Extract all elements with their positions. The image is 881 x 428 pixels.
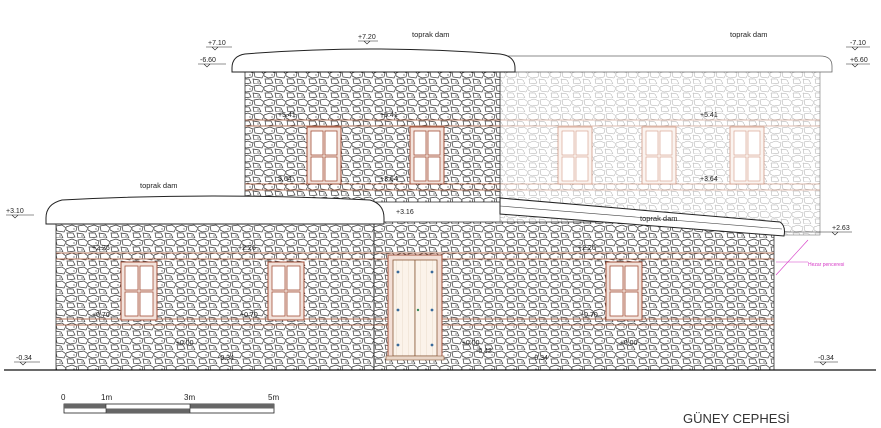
- roof-label: toprak dam: [412, 30, 450, 39]
- scale-bar: 0 1m 3m 5m: [61, 393, 279, 414]
- roof-upper-left: [231, 48, 516, 73]
- level-label: +3.64: [380, 176, 398, 183]
- level-label: +2.26: [238, 245, 256, 252]
- level-label: ±0.00: [620, 340, 638, 347]
- level-label: -7.10: [850, 40, 866, 47]
- level-label: ±0.00: [176, 340, 194, 347]
- roof-lower-right: [499, 197, 785, 237]
- level-label: +5.41: [278, 112, 296, 119]
- drawing-title: GÜNEY CEPHESİ: [683, 411, 790, 426]
- roof-label: toprak dam: [640, 214, 678, 223]
- level-markers: [6, 40, 870, 366]
- window: [120, 261, 158, 321]
- level-label: +6.60: [850, 57, 868, 64]
- window: [557, 126, 593, 185]
- lower-windows: [120, 261, 643, 321]
- upper-left-wall: [244, 69, 501, 203]
- level-label: +0.70: [92, 312, 110, 319]
- level-label: -0.34: [818, 355, 834, 362]
- window: [605, 261, 643, 321]
- window: [306, 126, 342, 185]
- level-label: +0.70: [240, 312, 258, 319]
- scale-label: 1m: [101, 393, 112, 402]
- level-label: -0.34: [532, 355, 548, 362]
- upper-left-block: [231, 48, 516, 203]
- window: [409, 126, 445, 185]
- scale-label: 3m: [184, 393, 195, 402]
- level-labels: +7.10 -6.60 +7.20 -7.10 +6.60 +5.41 +5.4…: [6, 34, 868, 362]
- level-label: ±0.00: [462, 340, 480, 347]
- window: [729, 126, 765, 185]
- level-label: +5.41: [700, 112, 718, 119]
- level-label: 3.64: [278, 176, 292, 183]
- roof-lower-left: [45, 195, 385, 225]
- window: [267, 261, 305, 321]
- level-label: -0.42: [476, 348, 492, 355]
- roof-labels: toprak dam toprak dam toprak dam toprak …: [140, 30, 768, 223]
- scale-label: 0: [61, 393, 66, 402]
- level-label: +2.26: [578, 245, 596, 252]
- level-label: +0.70: [580, 312, 598, 319]
- annotation-label: Hezar penceresi: [808, 262, 844, 268]
- level-label: -0.34: [16, 355, 32, 362]
- window: [641, 126, 677, 185]
- level-label: +3.10: [6, 208, 24, 215]
- level-label: -6.60: [200, 57, 216, 64]
- level-label: +3.16: [396, 209, 414, 216]
- level-label: +7.20: [358, 34, 376, 41]
- roof-label: toprak dam: [730, 30, 768, 39]
- level-label: +7.10: [208, 40, 226, 47]
- level-label: +2.63: [832, 225, 850, 232]
- upper-right-windows: [557, 126, 765, 185]
- level-label: +5.41: [380, 112, 398, 119]
- upper-left-windows: [306, 126, 445, 185]
- level-label: +2.26: [92, 245, 110, 252]
- level-label: -0.34: [218, 355, 234, 362]
- roof-upper-right: [499, 55, 833, 73]
- lower-left-wall: [55, 221, 375, 371]
- scale-label: 5m: [268, 393, 279, 402]
- entrance-door: [385, 254, 445, 361]
- level-label: +3.64: [700, 176, 718, 183]
- roof-label: toprak dam: [140, 181, 178, 190]
